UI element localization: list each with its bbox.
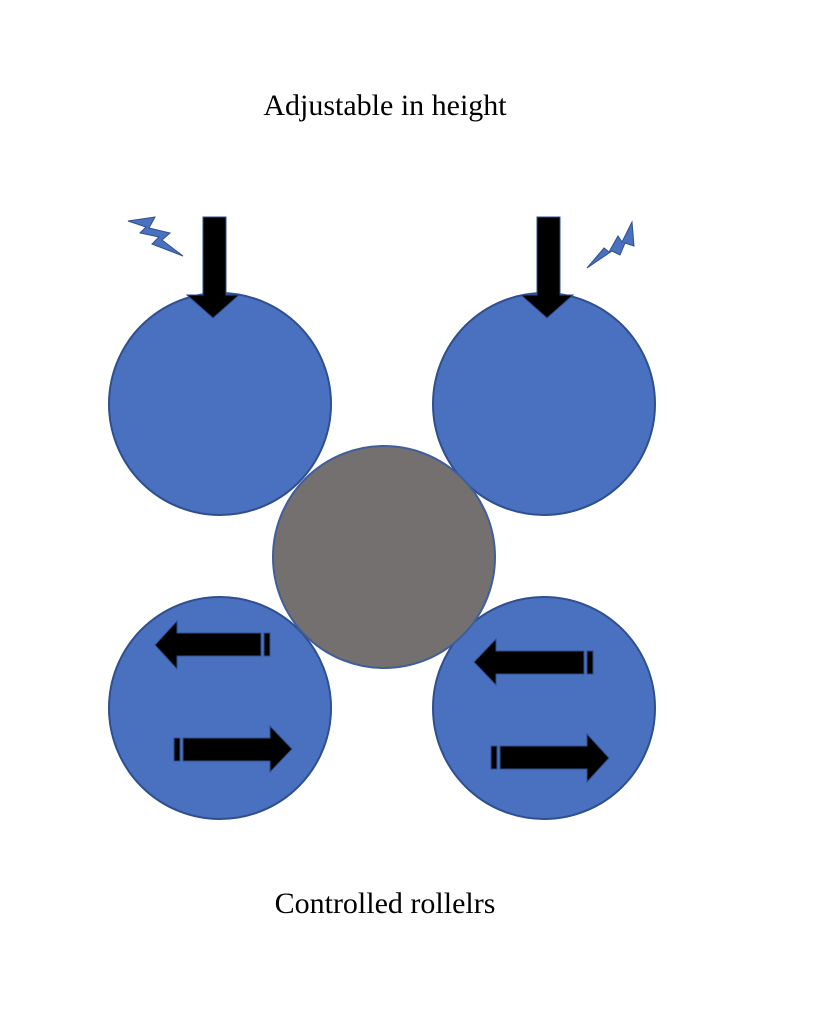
lightning-bolt-icon (586, 220, 635, 269)
arrow-left-icon (154, 619, 271, 671)
roller-bottom-left (108, 596, 332, 820)
arrow-left-icon (473, 637, 594, 687)
lightning-bolt-icon (127, 216, 184, 257)
arrow-down-icon (185, 216, 241, 319)
arrow-down-icon (519, 216, 575, 319)
arrow-right-icon (173, 724, 293, 774)
top-caption: Adjustable in height (263, 89, 507, 122)
bottom-caption: Controlled rollelrs (274, 887, 496, 920)
center-workpiece (272, 445, 496, 669)
roller-top-left (108, 292, 332, 516)
arrow-right-icon (490, 732, 610, 784)
